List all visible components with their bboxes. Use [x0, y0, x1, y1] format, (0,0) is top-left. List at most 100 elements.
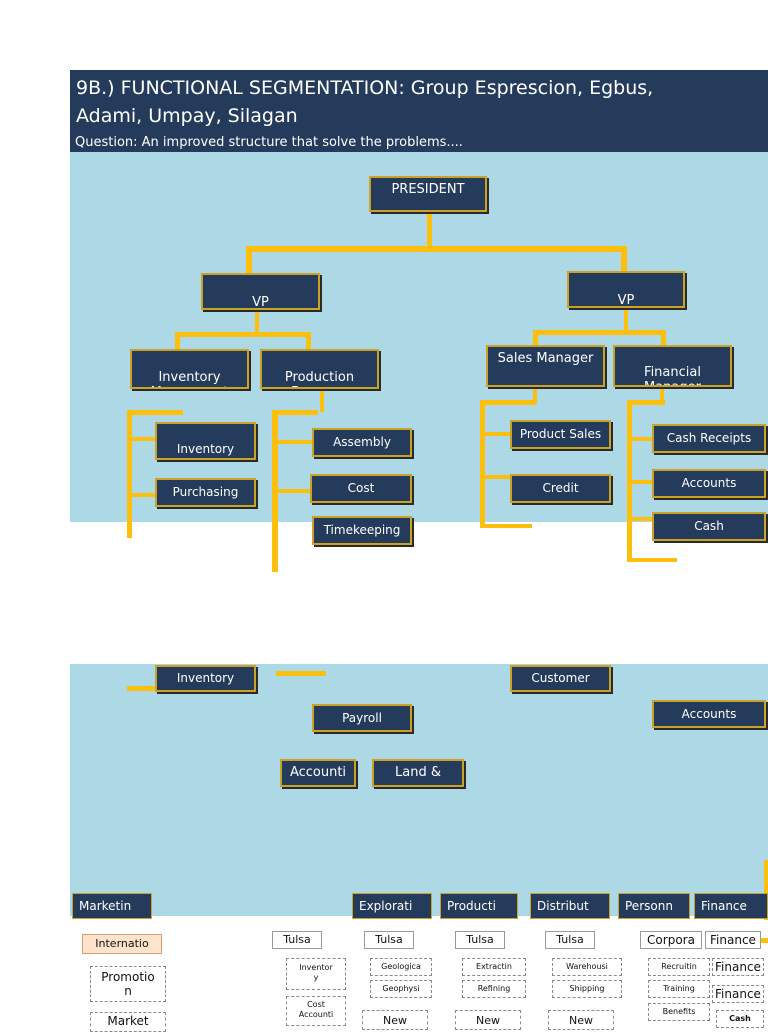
- connector-line: [661, 330, 666, 348]
- tag-benefits: Benefits: [648, 1003, 710, 1021]
- tag-training: Training: [648, 980, 710, 998]
- tag-geophysical: Geophysi: [370, 980, 432, 998]
- tag-tulsa-1-label: Tulsa: [283, 933, 311, 946]
- connector-line: [246, 246, 626, 252]
- connector-line: [480, 524, 532, 528]
- tag-geophysical-label: Geophysi: [382, 984, 420, 993]
- header-distribution: Distribut: [530, 893, 610, 919]
- header-finance: Finance: [694, 893, 768, 919]
- connector-line: [246, 246, 252, 276]
- cost-label: Cost: [347, 481, 375, 495]
- tag-recruiting: Recruitin: [648, 958, 710, 976]
- timekeeping-box: Timekeeping: [312, 516, 412, 545]
- cash-box: Cash: [652, 512, 766, 541]
- accounts-box-2: Accounts: [652, 700, 766, 728]
- tag-warehousing-label: Warehousi: [566, 962, 608, 971]
- connector-line: [627, 400, 665, 405]
- vp-production-label: VP Production: [252, 295, 269, 310]
- title-line-2: Adami, Umpay, Silagan: [76, 105, 298, 127]
- connector-line: [427, 203, 432, 249]
- land-box: Land &: [372, 759, 464, 787]
- tag-geological: Geologica: [370, 958, 432, 976]
- vp-production-box: VP Production: [201, 273, 320, 310]
- slide-title: 9B.) FUNCTIONAL SEGMENTATION: Group Espr…: [76, 74, 653, 130]
- production-foreman-box: Production Foreman: [260, 349, 379, 389]
- credit-label: Credit: [542, 481, 579, 495]
- payroll-label: Payroll: [342, 711, 382, 725]
- tag-new-3: New: [548, 1010, 614, 1030]
- land-label: Land &: [395, 765, 441, 780]
- connector-line: [660, 386, 664, 404]
- connector-line: [127, 410, 183, 415]
- tag-extracting: Extractin: [462, 958, 526, 976]
- tag-finance-3-label: Finance: [715, 987, 761, 1001]
- connector-line: [278, 489, 314, 493]
- tag-finance-1-label: Finance: [710, 933, 756, 947]
- connector-line: [627, 558, 677, 562]
- tag-new-2: New: [455, 1010, 521, 1030]
- cash-label: Cash: [694, 519, 724, 533]
- product-sales-label: Product Sales: [519, 427, 602, 441]
- connector-line: [480, 432, 512, 436]
- accounting-label: Accounti: [289, 765, 347, 780]
- tag-geological-label: Geologica: [381, 962, 421, 971]
- connector-line: [632, 517, 652, 521]
- tag-promotion-label: Promotio n: [101, 970, 155, 998]
- header-personnel-label: Personn: [625, 899, 673, 913]
- tag-tulsa-3-label: Tulsa: [466, 933, 494, 946]
- payroll-box: Payroll: [312, 704, 412, 732]
- cost-box: Cost: [310, 474, 412, 503]
- connector-line: [175, 332, 180, 352]
- slide-header: 9B.) FUNCTIONAL SEGMENTATION: Group Espr…: [70, 70, 768, 152]
- connector-line: [627, 400, 632, 560]
- header-production-label: Producti: [447, 899, 496, 913]
- vp-marketing-box: VP Marketing: [567, 271, 685, 308]
- connector-line: [127, 686, 159, 691]
- assembly-label: Assembly: [333, 435, 391, 449]
- org-chart-panel: [70, 152, 768, 522]
- connector-line: [320, 386, 324, 412]
- timekeeping-label: Timekeeping: [323, 523, 401, 537]
- tag-new-1-label: New: [383, 1014, 407, 1027]
- tag-finance-2: Finance: [712, 958, 764, 976]
- tag-cash: Cash: [716, 1010, 764, 1028]
- connector-line: [278, 410, 318, 414]
- tag-new-2-label: New: [476, 1014, 500, 1027]
- tag-tulsa-2-label: Tulsa: [375, 933, 403, 946]
- header-marketing-label: Marketin: [79, 899, 132, 913]
- header-exploration: Explorati: [352, 893, 432, 919]
- cash-receipts-label: Cash Receipts: [666, 431, 752, 445]
- tag-finance-1: Finance: [705, 931, 761, 949]
- assembly-box: Assembly: [312, 428, 412, 457]
- tag-tulsa-2: Tulsa: [364, 931, 414, 949]
- inventory-label: Inventory: [176, 671, 235, 685]
- financial-manager-box: Financial Manager: [613, 345, 732, 387]
- header-finance-label: Finance: [701, 899, 747, 913]
- tag-corporate: Corpora: [640, 931, 702, 949]
- connector-line: [306, 332, 311, 352]
- connector-line: [632, 437, 652, 441]
- tag-market-label: Market: [107, 1014, 149, 1028]
- header-personnel: Personn: [618, 893, 690, 919]
- sales-manager-label: Sales Manager: [497, 351, 594, 366]
- header-exploration-label: Explorati: [359, 899, 413, 913]
- connector-line: [760, 938, 768, 943]
- tag-new-3-label: New: [569, 1014, 593, 1027]
- connector-line: [621, 246, 627, 276]
- connector-line: [127, 410, 132, 538]
- tag-benefits-label: Benefits: [662, 1007, 696, 1016]
- accounts-label: Accounts: [681, 476, 737, 490]
- second-chart-panel: [70, 664, 768, 916]
- tag-shipping: Shipping: [552, 980, 622, 998]
- inventory-box: Inventory: [155, 665, 256, 692]
- slide-subtitle: Question: An improved structure that sol…: [75, 135, 463, 150]
- connector-line: [272, 410, 278, 572]
- connector-line: [624, 308, 628, 332]
- connector-line: [127, 437, 155, 441]
- tag-refining: Refining: [462, 980, 526, 998]
- title-line-1: 9B.) FUNCTIONAL SEGMENTATION: Group Espr…: [76, 77, 654, 99]
- tag-international: Internatio: [82, 934, 162, 954]
- financial-manager-label: Financial Manager: [644, 365, 701, 385]
- purchasing-label: Purchasing: [172, 485, 239, 499]
- inventory-management-box: Inventory Managment: [130, 349, 249, 389]
